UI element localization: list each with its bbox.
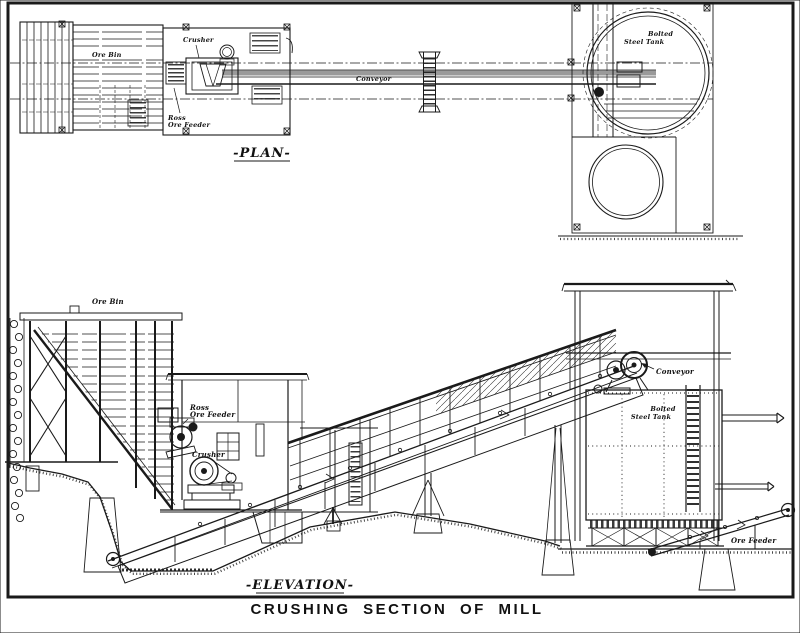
elev-tank-pipe-lower [715,481,775,492]
elev-conveyor-gallery [105,328,644,584]
elev-head-pulley [593,351,649,395]
elev-tank-label-line1: Bolted [649,405,675,413]
elev-tank-label-line2: Steel Tank [631,413,672,421]
plan-head-pulley [594,87,604,97]
plan-crusher-house: Crusher Ross Ore Feeder [162,27,293,136]
elev-conveyor-label: Conveyor [656,367,695,376]
plan-crusher [185,44,239,95]
elev-ore-lumps [8,319,25,523]
plan-ore-bin: Ore Bin [72,24,164,131]
plan-tank-enclosure: Bolted Steel Tank [558,2,743,241]
elev-tank: Bolted Steel Tank [585,385,785,591]
plan-crusher-label: Crusher [183,36,214,44]
plan-conveyor-centerlines [10,62,713,100]
elev-conveyor-arrow [641,363,655,370]
elev-headframe [561,279,737,541]
plan-ross-feeder-label-line1: Ross [167,114,186,122]
drawing-border [6,1,795,599]
plan-support-tower [418,51,441,113]
elevation-title: -ELEVATION- [246,578,354,593]
plan-small-tank [588,144,664,220]
plan-conveyor-label: Conveyor [356,75,392,83]
elev-ross-feeder-label-line2: Ore Feeder [190,410,236,419]
elev-ross-feeder-label-line1: Ross [189,403,209,412]
plan-large-tank [582,7,714,139]
elev-tank-ladder [685,385,701,512]
plan-ore-bin-label: Ore Bin [92,51,122,59]
plan-ross-feeder [165,61,187,85]
drawing-caption: CRUSHING SECTION OF MILL [251,601,544,618]
plan-ross-feeder-label-line2: Ore Feeder [168,121,210,129]
elevation-view: Ore Bin [5,279,796,594]
elev-ore-bin-label: Ore Bin [92,297,124,306]
elev-ross-feeder: Ross Ore Feeder [157,403,236,459]
elev-tail-pulley [105,551,121,567]
plan-tank-label-line2: Steel Tank [624,38,665,46]
elev-tank-footing [698,548,736,591]
elev-ore-feeder-label: Ore Feeder [731,536,777,545]
elev-tank-pipe-upper [722,412,785,424]
plan-conveyor-belt-band [222,70,656,76]
plan-view: Ore Bin Conveyor [10,2,743,241]
elev-ore-feeder: Ore Feeder [647,502,796,557]
elev-bin-footing-left [25,465,40,492]
plan-tank-label-line1: Bolted [647,30,673,38]
elev-trestle-bents [323,425,575,576]
plan-conveyor-head-drive [594,61,643,97]
elev-crusher: Crusher [160,450,302,511]
elev-crusher-label: Crusher [192,450,226,459]
plan-title: -PLAN- [233,146,291,161]
